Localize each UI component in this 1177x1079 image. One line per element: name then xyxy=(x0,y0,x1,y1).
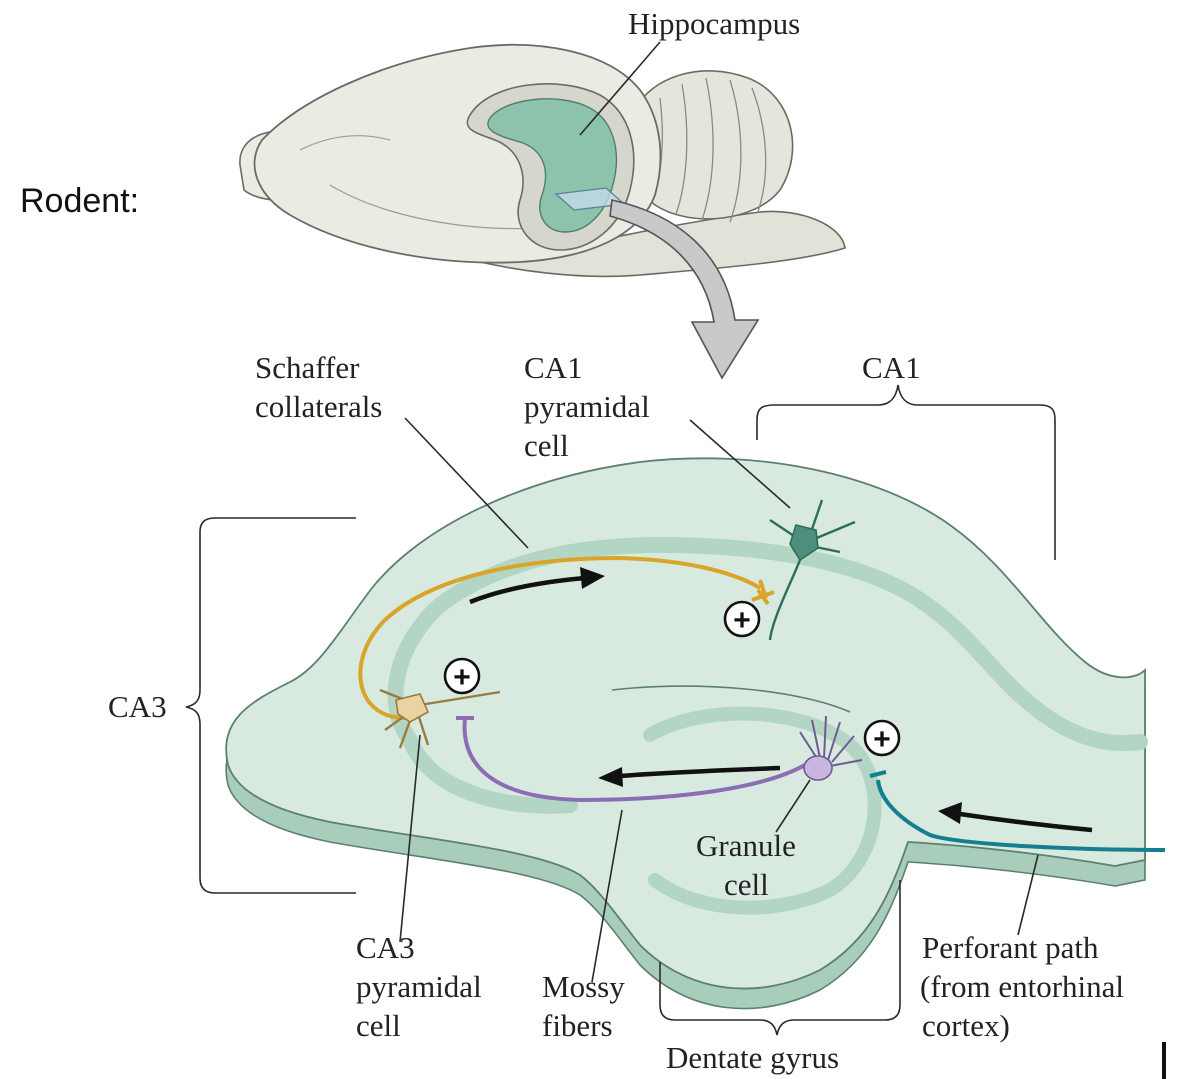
rodent-brain xyxy=(240,45,845,277)
ca3-pyramidal-cell-label: CA3 pyramidal cell xyxy=(356,930,482,1043)
svg-text:collaterals: collaterals xyxy=(255,389,382,424)
svg-text:cell: cell xyxy=(356,1008,401,1043)
svg-text:+: + xyxy=(453,661,471,694)
svg-text:Granule: Granule xyxy=(696,828,796,863)
plus-marker-dentate: + xyxy=(865,721,899,756)
svg-text:Schaffer: Schaffer xyxy=(255,350,360,385)
svg-text:(from entorhinal: (from entorhinal xyxy=(920,969,1124,1004)
mossy-fibers-label: Mossy fibers xyxy=(542,969,625,1043)
svg-text:Perforant path: Perforant path xyxy=(922,930,1099,965)
dentate-gyrus-label: Dentate gyrus xyxy=(666,1040,839,1075)
rodent-label: Rodent: xyxy=(20,182,139,220)
edge-mark xyxy=(1162,1042,1166,1079)
schaffer-collaterals-label: Schaffer collaterals xyxy=(255,350,382,424)
svg-text:pyramidal: pyramidal xyxy=(356,969,482,1004)
hippocampus-label: Hippocampus xyxy=(628,6,800,41)
perforant-path-label: Perforant path (from entorhinal cortex) xyxy=(920,930,1124,1043)
ca3-region-label: CA3 xyxy=(108,689,167,724)
plus-marker-ca1: + xyxy=(725,602,759,637)
svg-text:Mossy: Mossy xyxy=(542,969,625,1004)
svg-text:CA1: CA1 xyxy=(524,350,583,385)
ca1-pyramidal-cell-label: CA1 pyramidal cell xyxy=(524,350,650,463)
svg-text:+: + xyxy=(733,604,751,637)
svg-text:fibers: fibers xyxy=(542,1008,613,1043)
ca1-region-label: CA1 xyxy=(862,350,921,385)
svg-text:cell: cell xyxy=(724,867,769,902)
svg-text:+: + xyxy=(873,723,891,756)
svg-text:cell: cell xyxy=(524,428,569,463)
svg-text:cortex): cortex) xyxy=(922,1008,1010,1043)
hippocampal-slice xyxy=(226,458,1145,1008)
svg-text:pyramidal: pyramidal xyxy=(524,389,650,424)
plus-marker-ca3: + xyxy=(445,659,479,694)
svg-text:CA3: CA3 xyxy=(356,930,415,965)
